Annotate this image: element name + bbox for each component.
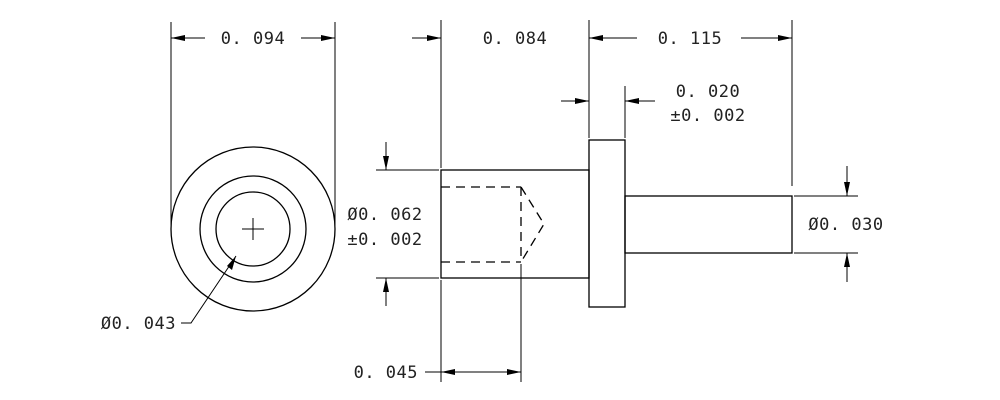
arrowhead [625, 98, 639, 104]
dim-body-diameter-tolerance: ±0. 002 [347, 230, 422, 250]
arrowhead [321, 35, 335, 41]
arrowhead [844, 253, 850, 267]
dim-body-diameter: Ø0. 062 ±0. 002 [347, 142, 439, 306]
arrowhead [427, 35, 441, 41]
dim-pin-diameter-label: Ø0. 030 [808, 215, 883, 235]
hidden-drill-point [520, 186, 545, 263]
outer-circle [170, 146, 336, 312]
dim-pin-length: 0. 115 [588, 20, 793, 186]
dim-flange-thickness-tolerance: ±0. 002 [670, 106, 745, 126]
dim-hole-depth-label: 0. 045 [354, 363, 418, 383]
arrowhead [383, 156, 389, 170]
arrowhead [844, 182, 850, 196]
leader-line [181, 255, 237, 324]
dim-body-diameter-label: Ø0. 062 [347, 205, 422, 225]
pin [624, 195, 793, 254]
dim-end-view-width: 0. 094 [170, 22, 336, 228]
middle-circle [199, 175, 307, 283]
arrowhead [441, 369, 455, 375]
dim-body-length-label: 0. 084 [483, 29, 547, 49]
dim-pin-diameter: Ø0. 030 [794, 166, 883, 282]
dim-flange-thickness-label: 0. 020 [676, 82, 740, 102]
dim-hole-diameter-label: Ø0. 043 [101, 314, 176, 334]
arrowhead [227, 256, 236, 270]
dim-body-length: 0. 084 [412, 20, 547, 168]
dim-flange-thickness: 0. 020 ±0. 002 [561, 82, 745, 138]
dim-pin-length-label: 0. 115 [658, 29, 722, 49]
inner-circle [215, 191, 291, 267]
dim-hole-depth: 0. 045 [354, 264, 522, 383]
end-view [170, 146, 336, 312]
arrowhead [507, 369, 521, 375]
arrowhead [383, 278, 389, 292]
flange [588, 139, 626, 308]
arrowhead [778, 35, 792, 41]
side-view [440, 139, 793, 308]
dim-hole-diameter: Ø0. 043 [101, 255, 237, 334]
arrowhead [171, 35, 185, 41]
arrowhead [589, 35, 603, 41]
dim-end-view-width-label: 0. 094 [221, 29, 285, 49]
arrowhead [575, 98, 589, 104]
